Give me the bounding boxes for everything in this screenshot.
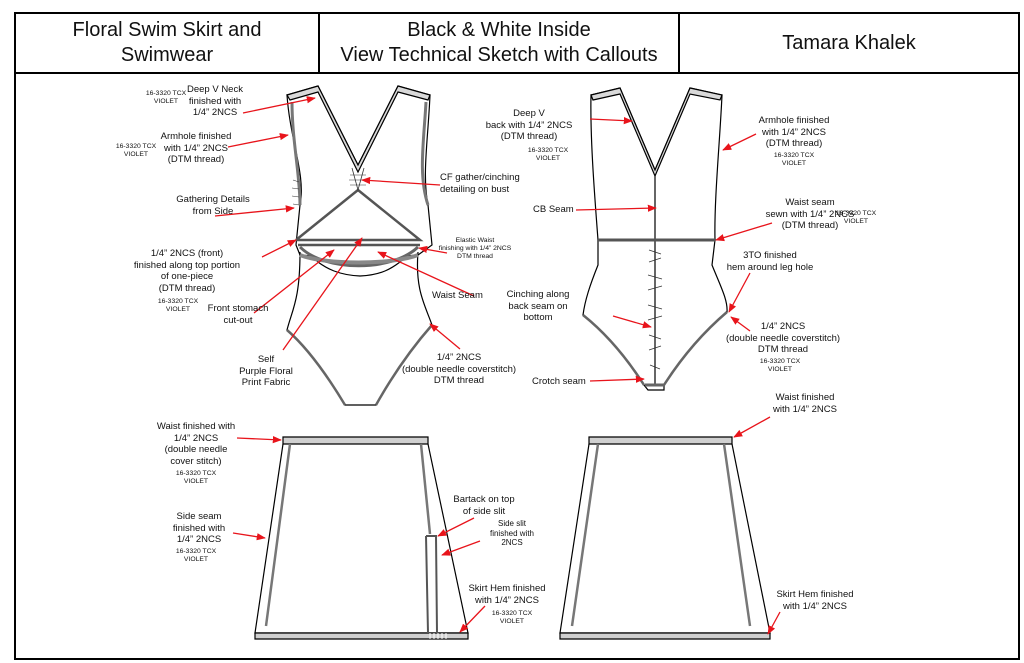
front-stomach-cutout-label: Front stomach cut-out: [207, 303, 269, 326]
callout-arrows: [214, 96, 781, 635]
front-deep-v-label: Deep V Neck finished with 1/4” 2NCS: [187, 84, 243, 118]
front-swimsuit-sketch: [286, 85, 433, 406]
front-leg-finish-label: 1/4” 2NCS (double needle coverstitch) DT…: [401, 352, 517, 386]
back-swimsuit-sketch: [582, 87, 728, 391]
front-waist-seam-label: Waist Seam: [432, 290, 483, 301]
back-cinching-label: Cinching along back seam on bottom: [506, 289, 570, 323]
front-armhole-color-label: 16-3320 TCX VIOLET: [115, 143, 157, 158]
back-leg-hem-label: 3TO finished hem around leg hole: [726, 250, 814, 273]
self-fabric-label: Self Purple Floral Print Fabric: [239, 354, 293, 388]
sheet-subtitle-cell: Black & White Inside View Technical Sket…: [318, 12, 680, 74]
back-skirt-sketch: [559, 436, 771, 640]
skirt-hem-label: Skirt Hem finished with 1/4” 2NCS: [468, 583, 546, 606]
skirt-waist-label: Waist finished with 1/4” 2NCS (double ne…: [156, 421, 236, 467]
skirt-side-seam-label: Side seam finished with 1/4” 2NCS: [172, 511, 226, 545]
back-deep-v-label: Deep V back with 1/4” 2NCS (DTM thread): [485, 108, 573, 142]
back-leg-finish-label: 1/4” 2NCS (double needle coverstitch) DT…: [725, 321, 841, 355]
back-armhole-color-label: 16-3320 TCX VIOLET: [773, 152, 815, 167]
front-neck-color-label: 16-3320 TCX VIOLET: [145, 90, 187, 105]
back-waist-seam-label: Waist seam sewn with 1/4” 2NCS (DTM thre…: [765, 197, 855, 231]
back-leg-color-label: 16-3320 TCX VIOLET: [759, 358, 801, 373]
side-slit-label: Side slit finished with 2NCS: [489, 519, 535, 547]
sheet-title-cell: Floral Swim Skirt and Swimwear: [14, 12, 320, 74]
sheet-author-cell: Tamara Khalek: [678, 12, 1020, 74]
cf-gather-label: CF gather/cinching detailing on bust: [440, 172, 520, 195]
front-top-portion-label: 1/4” 2NCS (front) finished along top por…: [133, 248, 241, 294]
back-skirt-waist-label: Waist finished with 1/4” 2NCS: [773, 392, 837, 415]
front-top-color-label: 16-3320 TCX VIOLET: [157, 298, 199, 313]
back-deep-v-color-label: 16-3320 TCX VIOLET: [527, 147, 569, 162]
back-armhole-label: Armhole finished with 1/4” 2NCS (DTM thr…: [758, 115, 830, 149]
skirt-waist-color-label: 16-3320 TCX VIOLET: [175, 470, 217, 485]
back-waist-color-label: 16-3320 TCX VIOLET: [835, 210, 877, 225]
skirt-side-color-label: 16-3320 TCX VIOLET: [175, 548, 217, 563]
sheet-title: Floral Swim Skirt and Swimwear: [72, 19, 262, 66]
sheet-author: Tamara Khalek: [782, 31, 916, 54]
sheet-subtitle: Black & White Inside View Technical Sket…: [340, 19, 658, 66]
cb-seam-label: CB Seam: [533, 204, 574, 215]
front-skirt-sketch: [254, 436, 469, 640]
side-gathering-label: Gathering Details from Side: [176, 194, 250, 217]
bartack-label: Bartack on top of side slit: [453, 494, 515, 517]
elastic-waist-label: Elastic Waist finishing with 1/4” 2NCS D…: [438, 237, 512, 260]
skirt-hem-color-label: 16-3320 TCX VIOLET: [491, 610, 533, 625]
front-armhole-label: Armhole finished with 1/4” 2NCS (DTM thr…: [160, 131, 232, 165]
back-skirt-hem-label: Skirt Hem finished with 1/4” 2NCS: [776, 589, 854, 612]
crotch-seam-label: Crotch seam: [532, 376, 586, 387]
